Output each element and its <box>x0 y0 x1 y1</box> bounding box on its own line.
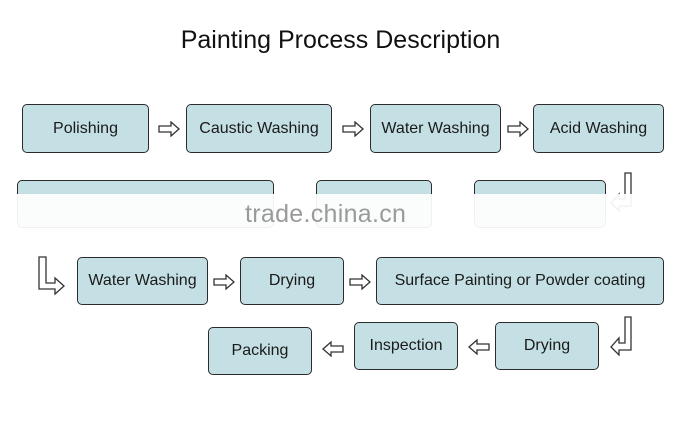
step-drying-1: Drying <box>240 257 344 305</box>
arrow-left-icon <box>468 339 490 355</box>
watermark-text: trade.china.cn <box>245 200 407 228</box>
arrow-right-icon <box>213 274 235 290</box>
watermark-band <box>0 194 681 236</box>
step-water-washing-2: Water Washing <box>77 257 208 305</box>
arrow-bend-down-left-icon <box>610 316 632 356</box>
step-polishing: Polishing <box>22 104 149 153</box>
step-water-washing-1: Water Washing <box>370 104 501 153</box>
arrow-bend-down-right-icon <box>38 256 65 296</box>
step-drying-2: Drying <box>495 322 599 370</box>
arrow-right-icon <box>349 274 371 290</box>
diagram-title: Painting Process Description <box>180 26 501 54</box>
arrow-right-icon <box>507 121 529 137</box>
arrow-left-icon <box>322 341 344 357</box>
step-acid-washing: Acid Washing <box>533 104 664 153</box>
step-surface-painting: Surface Painting or Powder coating <box>376 257 664 305</box>
step-caustic-washing: Caustic Washing <box>186 104 332 153</box>
arrow-right-icon <box>342 121 364 137</box>
step-packing: Packing <box>208 327 312 375</box>
arrow-right-icon <box>158 121 180 137</box>
step-inspection: Inspection <box>354 322 458 370</box>
